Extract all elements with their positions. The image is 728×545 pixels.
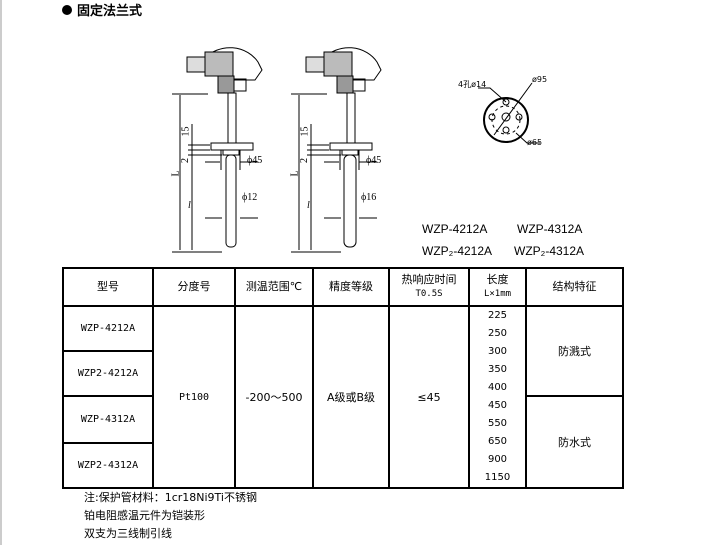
dim-15-left: 15: [180, 126, 192, 137]
pitch-dia-label: ø65: [527, 138, 543, 147]
table-row: WZP2-4212A: [62, 350, 623, 397]
dim-l-left: l: [188, 200, 191, 211]
header-response-sub: T0.5S: [415, 289, 443, 299]
accuracy-cell: A级或B级: [312, 305, 390, 489]
model-cell: WZP-4212A: [62, 305, 154, 352]
model-cell: WZP-4312A: [62, 395, 154, 444]
bullet-icon: [62, 4, 72, 15]
thermometer-drawing-left: [172, 47, 263, 253]
length-value: 400: [487, 382, 508, 393]
model-cell: WZP2-4212A: [62, 350, 154, 397]
table-row: WZP-4312A 防水式: [62, 395, 624, 489]
flange-dia-right: ϕ45: [366, 155, 382, 166]
thermometer-drawing-right: [291, 47, 382, 253]
stem-dia-right: ϕ16: [361, 192, 377, 203]
structure-cell: 防溅式: [525, 305, 624, 397]
table-row: WZP-4212A Pt100 -200～500 A级或B级 ≤45 225 25…: [62, 305, 624, 489]
model-label: WZP-4212A: [422, 222, 488, 236]
table-row: WZP2-4312A: [62, 442, 623, 489]
notes: 注:保护管材料：1cr18Ni9Ti不锈钢 铂电阻感温元件为铠装形 双支为三线制…: [84, 489, 257, 543]
graduation-cell: Pt100: [152, 305, 236, 489]
dim-2-left: 2: [180, 158, 191, 163]
section-title: 固定法兰式: [62, 0, 142, 19]
note-line: 注:保护管材料：1cr18Ni9Ti不锈钢: [84, 491, 257, 504]
model-cell: WZP2-4312A: [62, 442, 154, 489]
length-value: 900: [487, 454, 508, 465]
header-length-label: 长度: [486, 273, 509, 286]
dim-15-right: 15: [299, 126, 311, 137]
length-value: 250: [487, 328, 508, 339]
dim-2-right: 2: [299, 158, 310, 163]
header-length: 长度 L×1mm: [468, 267, 527, 307]
header-structure: 结构特征: [525, 267, 624, 307]
length-value: 1150: [484, 472, 511, 483]
dim-L-left: L: [170, 170, 182, 177]
spec-table: 型号 分度号 测温范围℃ 精度等级 热响应时间 T0.5S 长度 L×1mm 结构特…: [62, 267, 624, 489]
header-model: 型号: [62, 267, 154, 307]
header-accuracy: 精度等级: [312, 267, 390, 307]
length-value: 450: [487, 400, 508, 411]
model-label: WZP₂-4212A: [422, 244, 493, 258]
range-cell: -200～500: [234, 305, 314, 489]
holes-label: 4孔ø14: [458, 80, 487, 89]
structure-cell: 防水式: [525, 395, 624, 489]
section-title-text: 固定法兰式: [77, 4, 143, 19]
header-graduation: 分度号: [152, 267, 236, 307]
length-value: 550: [487, 418, 508, 429]
note-line: 双支为三线制引线: [84, 527, 172, 540]
note-line: 铂电阻感温元件为铠装形: [84, 509, 205, 522]
model-label: WZP₂-4312A: [514, 244, 585, 258]
table-header-row: 型号 分度号 测温范围℃ 精度等级 热响应时间 T0.5S 长度 L×1mm 结构特…: [62, 267, 624, 307]
dim-l-right: l: [307, 200, 310, 211]
length-value: 350: [487, 364, 508, 375]
flange-top-view: [478, 82, 540, 144]
lengths-cell: 225 250 300 350 400 450 550 650 900 1150: [468, 305, 527, 489]
technical-drawings: [172, 47, 540, 253]
header-range: 测温范围℃: [234, 267, 314, 307]
length-value: 225: [487, 310, 508, 321]
header-response-label: 热响应时间: [401, 273, 457, 286]
dim-L-right: L: [289, 170, 301, 177]
header-response: 热响应时间 T0.5S: [388, 267, 470, 307]
length-value: 300: [487, 346, 508, 357]
page-left-border: [0, 0, 2, 545]
outer-dia-label: ø95: [532, 75, 548, 84]
response-cell: ≤45: [388, 305, 470, 489]
flange-dia-left: ϕ45: [247, 155, 263, 166]
length-value: 650: [487, 436, 508, 447]
header-length-sub: L×1mm: [483, 289, 512, 299]
stem-dia-left: ϕ12: [242, 192, 258, 203]
model-label: WZP-4312A: [517, 222, 583, 236]
